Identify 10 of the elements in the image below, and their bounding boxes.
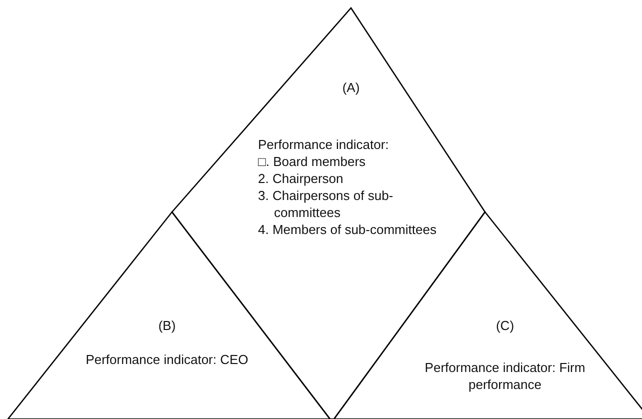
indicator-text: Performance indicator: Firm performance	[424, 359, 586, 393]
list-item: 2. Chairperson	[258, 170, 344, 187]
indicator-text: Performance indicator: CEO	[84, 351, 250, 368]
section-label: (A)	[342, 80, 360, 95]
indicator-heading: Performance indicator:	[258, 136, 390, 153]
list-item: 4. Members of sub-committees	[258, 221, 438, 238]
list-item: □. Board members	[258, 153, 367, 170]
section-label: (C)	[496, 318, 514, 333]
list-item: 3. Chairpersons of sub-committees	[258, 187, 394, 221]
section-label: (B)	[158, 318, 176, 333]
